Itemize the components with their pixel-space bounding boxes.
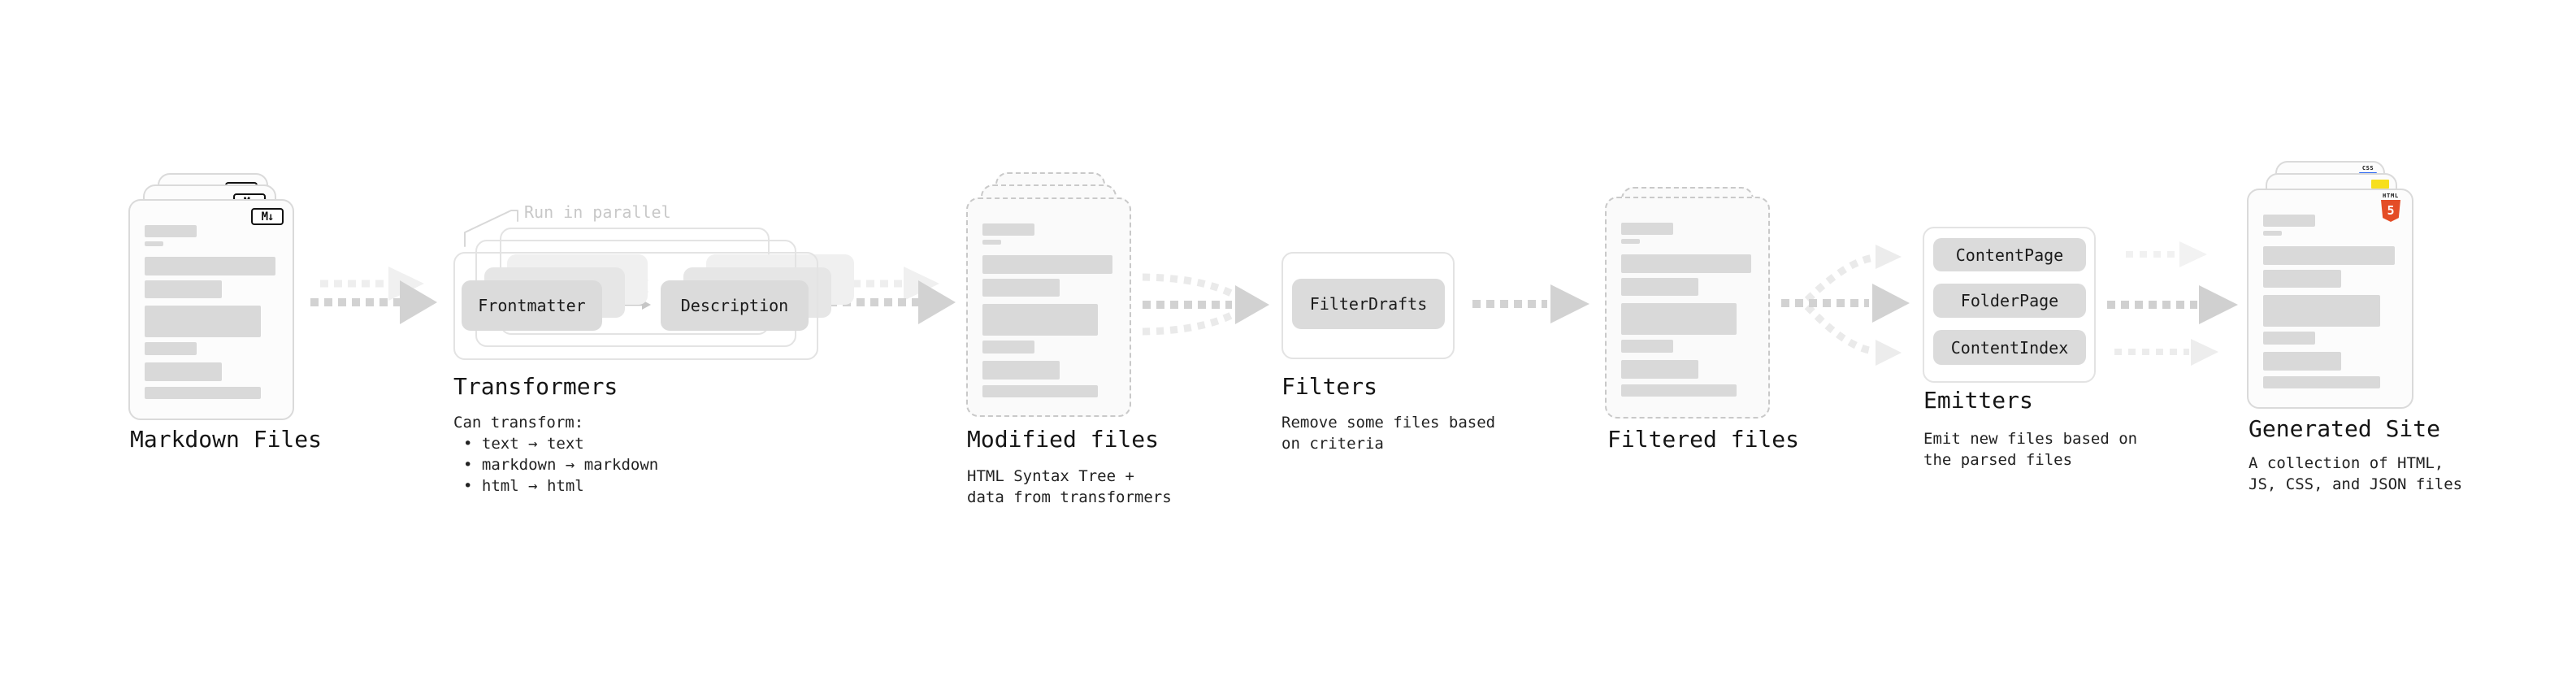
- subtitle-line: Remove some files based: [1281, 414, 1496, 432]
- subtitle-line: data from transformers: [967, 488, 1172, 506]
- stage-title: Filtered files: [1607, 426, 1800, 453]
- skeleton-bar: [145, 225, 197, 237]
- skeleton-bar: [1621, 384, 1737, 397]
- arrow-markdown-to-transformers: [310, 267, 437, 324]
- arrow-emitters-to-generated: [2107, 241, 2238, 366]
- stage-subtitle: A collection of HTML, JS, CSS, and JSON …: [2249, 453, 2462, 495]
- stage-subtitle: Can transform: • text → text • markdown …: [453, 412, 658, 497]
- transformer-box-frontmatter: Frontmatter: [462, 280, 602, 331]
- skeleton-bar: [982, 240, 1001, 245]
- skeleton-bar: [982, 340, 1034, 354]
- stage-title: Generated Site: [2249, 415, 2441, 442]
- skeleton-bar: [145, 362, 223, 381]
- filter-box-filterdrafts: FilterDrafts: [1292, 279, 1445, 329]
- transformer-box-description: Description: [661, 280, 809, 331]
- skeleton-bar: [2263, 332, 2316, 345]
- file-skeleton-bars: [2263, 190, 2397, 407]
- skeleton-bar: [982, 361, 1060, 380]
- skeleton-bar: [1621, 278, 1698, 296]
- skeleton-bar: [145, 241, 163, 246]
- stage-title: Emitters: [1923, 387, 2033, 414]
- file-skeleton-bars: [1621, 198, 1754, 417]
- subtitle-line: • text → text: [463, 435, 584, 453]
- skeleton-bar: [145, 342, 197, 355]
- js-icon: [2371, 180, 2389, 189]
- subtitle-line: Emit new files based on: [1923, 430, 2138, 448]
- emitter-box-contentpage: ContentPage: [1933, 238, 2086, 271]
- html5-word: HTML: [2382, 193, 2400, 199]
- file-card-front: [966, 197, 1131, 417]
- subtitle-line: on criteria: [1281, 435, 1384, 453]
- skeleton-bar: [145, 280, 223, 298]
- emitter-box-folderpage: FolderPage: [1933, 284, 2086, 318]
- skeleton-bar: [145, 306, 261, 337]
- skeleton-bar: [982, 304, 1098, 336]
- subtitle-line: • markdown → markdown: [463, 456, 659, 474]
- emitters-panel: [1923, 227, 2096, 383]
- stage-subtitle: HTML Syntax Tree + data from transformer…: [967, 466, 1172, 508]
- skeleton-bar: [1621, 303, 1737, 335]
- skeleton-bar: [1621, 360, 1698, 379]
- skeleton-bar: [1621, 340, 1673, 353]
- html5-number: 5: [2387, 203, 2395, 218]
- skeleton-bar: [145, 257, 275, 275]
- skeleton-bar: [982, 255, 1112, 274]
- stage-subtitle: Emit new files based on the parsed files: [1923, 428, 2137, 471]
- subtitle-line: the parsed files: [1923, 451, 2073, 469]
- skeleton-bar: [2263, 352, 2341, 371]
- skeleton-bar: [2263, 231, 2283, 236]
- skeleton-bar: [1621, 223, 1673, 235]
- filters-panel: [1281, 252, 1455, 359]
- skeleton-bar: [982, 279, 1060, 297]
- skeleton-bar: [2263, 376, 2380, 388]
- emitter-box-contentindex: ContentIndex: [1933, 330, 2086, 365]
- css-word: CSS: [2361, 165, 2374, 171]
- skeleton-bar: [982, 385, 1098, 397]
- skeleton-bar: [2263, 246, 2395, 265]
- markdown-icon: M↓: [251, 208, 284, 225]
- skeleton-bar: [2263, 295, 2380, 327]
- skeleton-bar: [2263, 270, 2341, 288]
- annotation-callout-line: [464, 210, 518, 247]
- stage-title: Transformers: [453, 373, 618, 400]
- subtitle-line: HTML Syntax Tree +: [967, 467, 1134, 485]
- subtitle-line: Can transform:: [453, 414, 584, 432]
- arrow-modified-to-filters: [1142, 273, 1269, 336]
- file-card-front: [1605, 197, 1770, 419]
- arrow-filters-to-filtered: [1472, 284, 1589, 323]
- skeleton-bar: [1621, 254, 1751, 273]
- stage-title: Filters: [1281, 373, 1378, 400]
- arrow-filtered-to-emitters: [1781, 245, 1910, 366]
- skeleton-bar: [2263, 215, 2316, 227]
- annotation-run-in-parallel: Run in parallel: [524, 202, 671, 222]
- html5-shield: 5: [2381, 200, 2400, 222]
- file-skeleton-bars: [145, 201, 278, 419]
- file-card-front: HTML 5: [2247, 189, 2413, 409]
- stage-title: Modified files: [967, 426, 1160, 453]
- subtitle-line: JS, CSS, and JSON files: [2249, 475, 2463, 493]
- subtitle-line: A collection of HTML,: [2249, 454, 2444, 472]
- html5-icon: HTML 5: [2380, 193, 2401, 222]
- skeleton-bar: [982, 223, 1034, 236]
- skeleton-bar: [1621, 239, 1640, 244]
- transformer-layer-front: [453, 252, 818, 360]
- stage-subtitle: Remove some files based on criteria: [1281, 412, 1495, 454]
- file-skeleton-bars: [982, 199, 1115, 415]
- stage-title: Markdown Files: [130, 426, 323, 453]
- file-card-front: M↓: [128, 199, 294, 420]
- skeleton-bar: [145, 387, 261, 399]
- subtitle-line: • html → html: [463, 477, 584, 495]
